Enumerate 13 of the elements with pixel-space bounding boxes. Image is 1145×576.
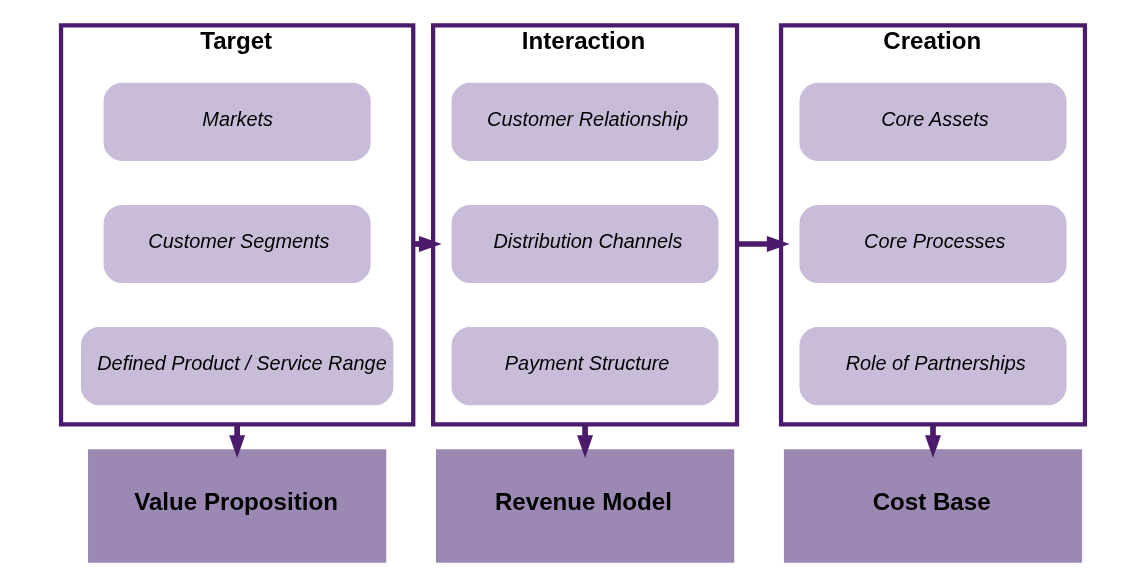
node-box: Payment Structure: [451, 327, 719, 406]
node-box: Markets: [103, 82, 371, 161]
node-box: Defined Product / Service Range: [80, 327, 393, 406]
node-box: Core Processes: [799, 204, 1066, 284]
node-box: Value Proposition: [87, 449, 386, 563]
node-box: Cost Base: [783, 449, 1082, 563]
node-box: Customer Relationship: [451, 82, 719, 161]
node-box: Distribution Channels: [451, 204, 719, 284]
node-box: Role of Partnerships: [799, 327, 1066, 406]
node-box: Core Assets: [799, 82, 1066, 161]
node-box: Customer Segments: [103, 204, 371, 284]
node-box: Revenue Model: [435, 449, 734, 563]
arrow: [736, 236, 790, 252]
